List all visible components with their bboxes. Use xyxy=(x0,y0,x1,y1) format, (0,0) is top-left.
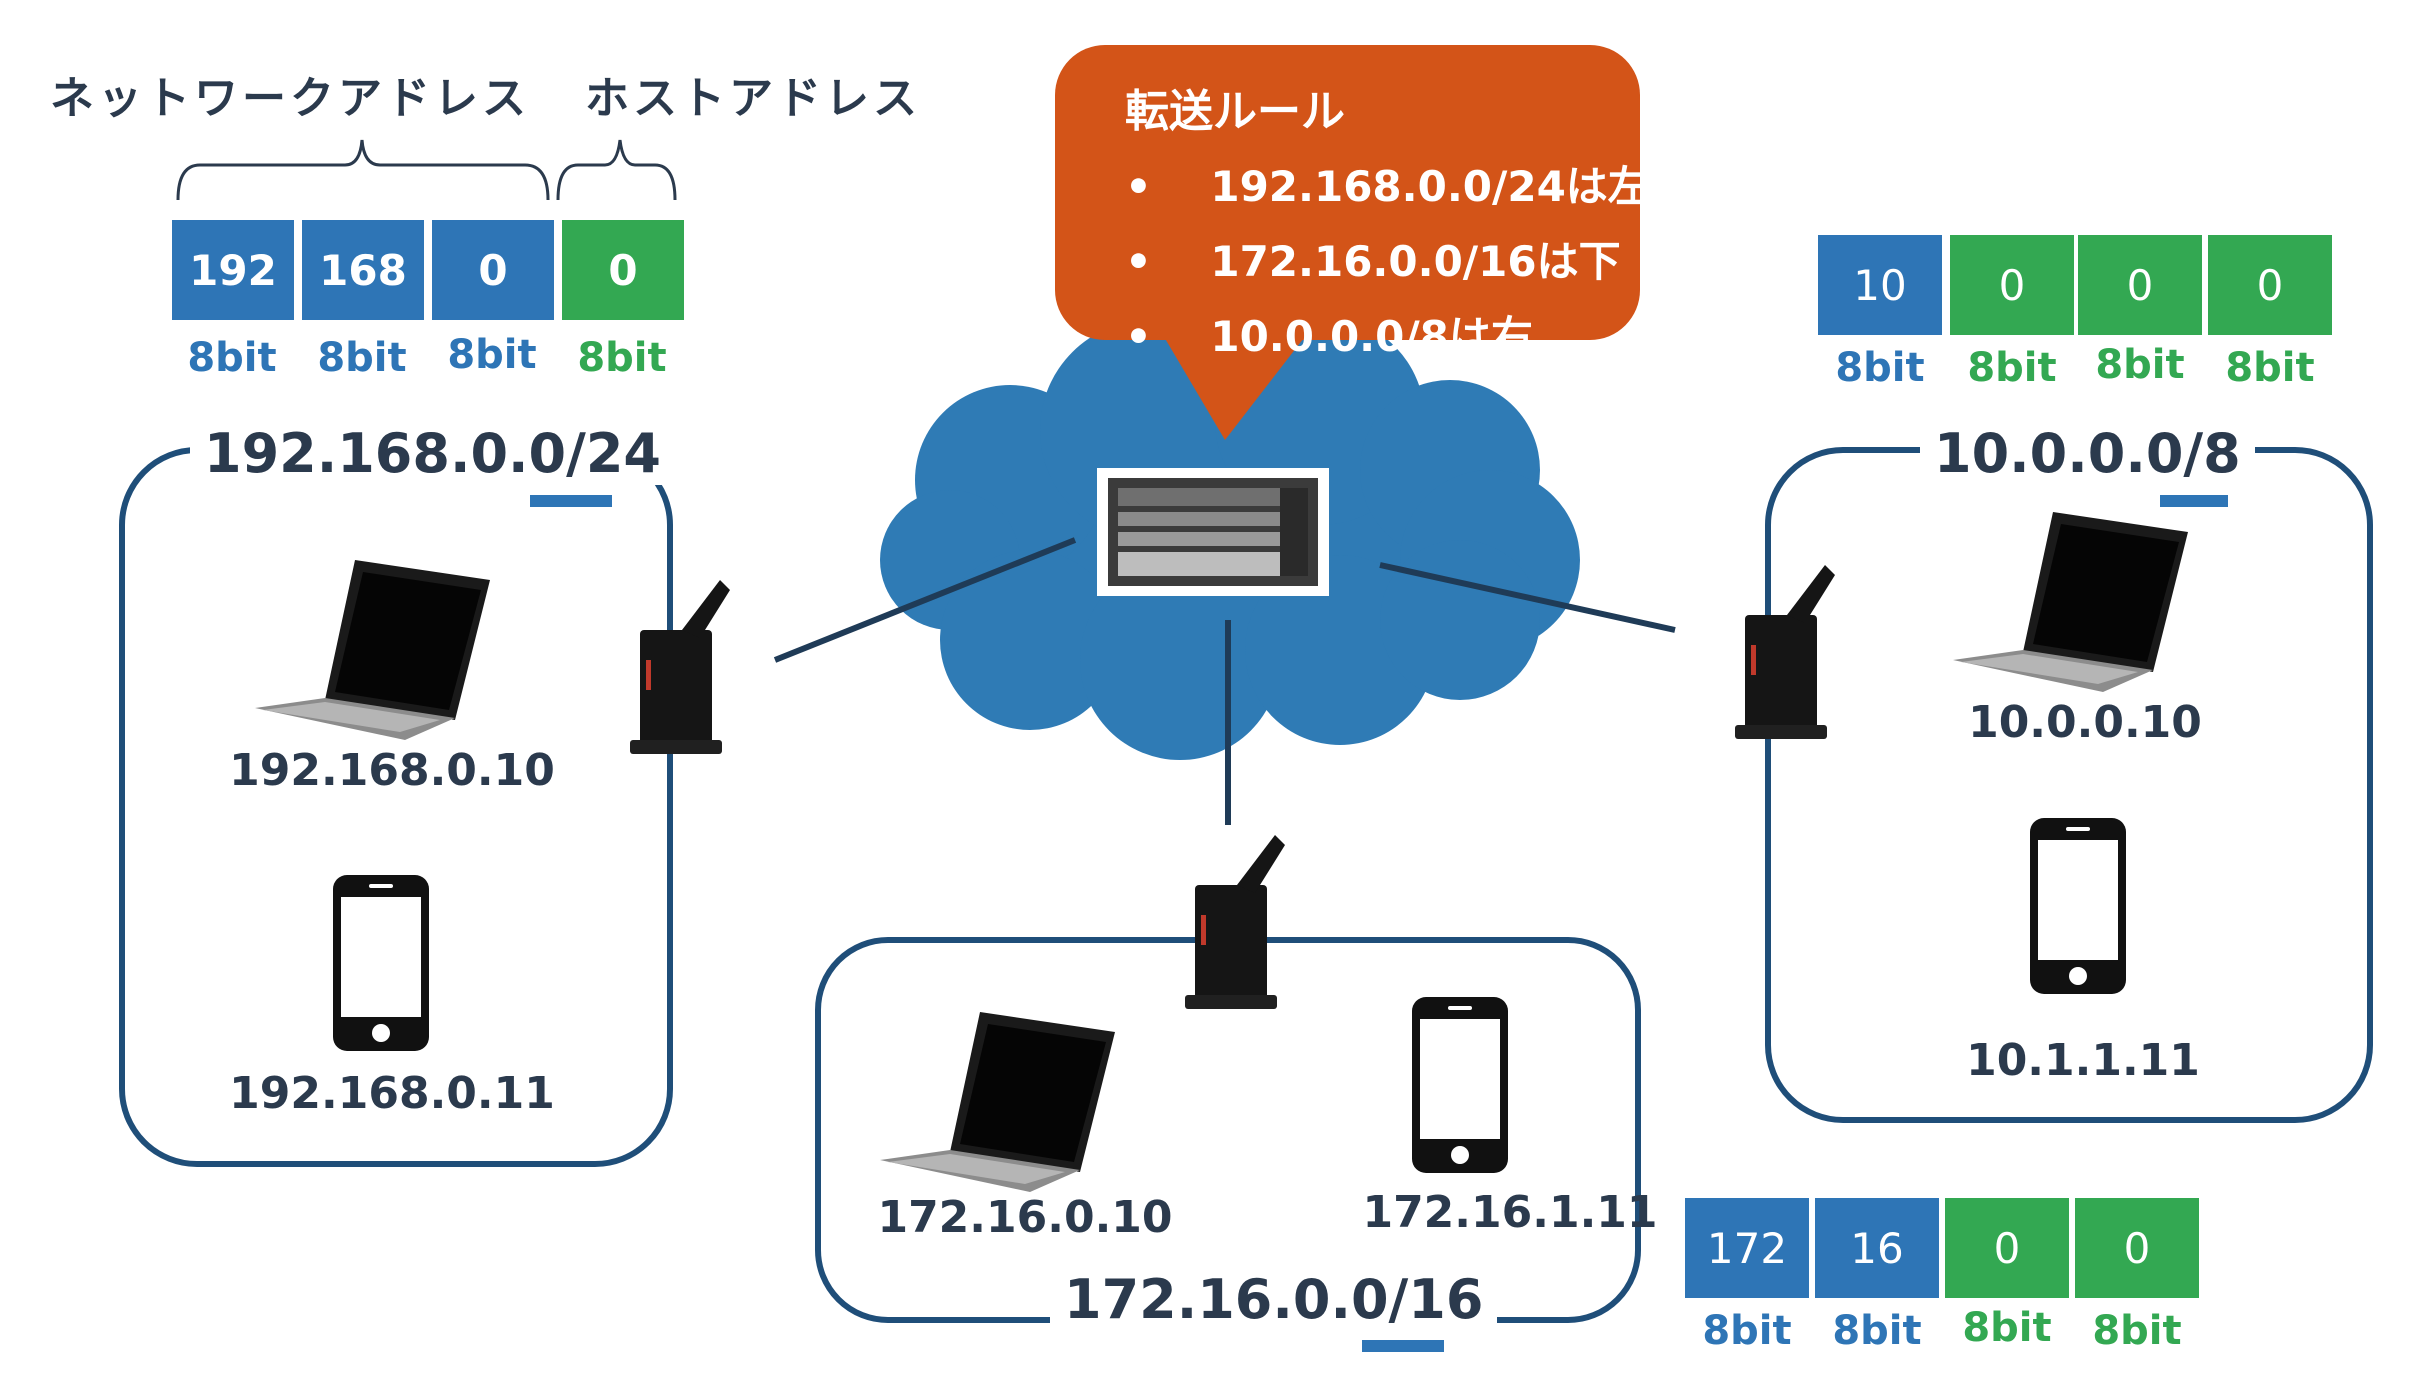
bullet: • xyxy=(1125,312,1152,361)
device-ip: 10.1.1.11 xyxy=(1966,1035,2200,1086)
device-ip: 192.168.0.11 xyxy=(229,1068,555,1119)
rule-item: • 10.0.0.0/8は右 xyxy=(1125,303,1650,364)
bullet: • xyxy=(1125,162,1152,211)
host-address-label: ホストアドレス xyxy=(585,73,921,124)
octet-cell-network: 192 xyxy=(172,220,294,320)
octet-cell-network: 16 xyxy=(1815,1198,1939,1298)
bit-label: 8bit xyxy=(1967,345,2057,391)
octet-cell-network: 168 xyxy=(302,220,424,320)
rule-item: • 172.16.0.0/16は下 xyxy=(1125,228,1650,289)
octet-cell-host: 0 xyxy=(1950,235,2074,335)
prefix-underline xyxy=(530,495,612,507)
network-title-left: 192.168.0.0/24 xyxy=(190,422,675,485)
network-address-label: ネットワークアドレス xyxy=(50,73,530,124)
bullet: • xyxy=(1125,237,1152,286)
octet-cell-network: 172 xyxy=(1685,1198,1809,1298)
callout-title: 転送ルール xyxy=(1125,86,1345,137)
prefix-underline xyxy=(2160,495,2228,507)
rule-text: 172.16.0.0/16は下 xyxy=(1210,237,1621,286)
link-right xyxy=(1379,562,1676,633)
bit-label: 8bit xyxy=(1832,1308,1922,1354)
network-boundary-right xyxy=(1765,447,2373,1123)
link-left xyxy=(773,537,1077,663)
core-router-icon xyxy=(1097,468,1329,596)
network-boundary-left xyxy=(119,447,673,1167)
rule-text: 192.168.0.0/24は左 xyxy=(1210,162,1650,211)
octet-cell-host: 0 xyxy=(2075,1198,2199,1298)
octet-cell-host: 0 xyxy=(2078,235,2202,335)
brace-host xyxy=(556,139,677,201)
rule-text: 10.0.0.0/8は右 xyxy=(1210,312,1533,361)
octet-cell-host: 0 xyxy=(2208,235,2332,335)
octet-cell-host: 0 xyxy=(1945,1198,2069,1298)
device-ip: 10.0.0.10 xyxy=(1968,697,2202,748)
network-boundary-bottom xyxy=(815,937,1641,1323)
network-title-right: 10.0.0.0/8 xyxy=(1920,422,2255,485)
bit-label: 8bit xyxy=(1702,1308,1792,1354)
bit-label: 8bit xyxy=(447,332,537,378)
bit-label: 8bit xyxy=(1835,345,1925,391)
callout-content: 転送ルール • 192.168.0.0/24は左 • 172.16.0.0/16… xyxy=(1125,75,1650,364)
bit-label: 8bit xyxy=(2092,1308,2182,1354)
network-title-bottom: 172.16.0.0/16 xyxy=(1050,1268,1498,1331)
brace-network xyxy=(176,139,550,201)
device-ip: 192.168.0.10 xyxy=(229,745,555,796)
octet-cell-host: 0 xyxy=(562,220,684,320)
bit-label: 8bit xyxy=(577,335,667,381)
rule-item: • 192.168.0.0/24は左 xyxy=(1125,153,1650,214)
callout-bubble xyxy=(1055,45,1640,440)
bit-label: 8bit xyxy=(2225,345,2315,391)
octet-cell-network: 0 xyxy=(432,220,554,320)
bit-label: 8bit xyxy=(1962,1305,2052,1351)
device-ip: 172.16.0.10 xyxy=(877,1192,1173,1243)
prefix-underline xyxy=(1362,1340,1444,1352)
device-ip: 172.16.1.11 xyxy=(1362,1187,1658,1238)
bit-label: 8bit xyxy=(2095,342,2185,388)
bit-label: 8bit xyxy=(317,335,407,381)
bit-label: 8bit xyxy=(187,335,277,381)
octet-cell-network: 10 xyxy=(1818,235,1942,335)
